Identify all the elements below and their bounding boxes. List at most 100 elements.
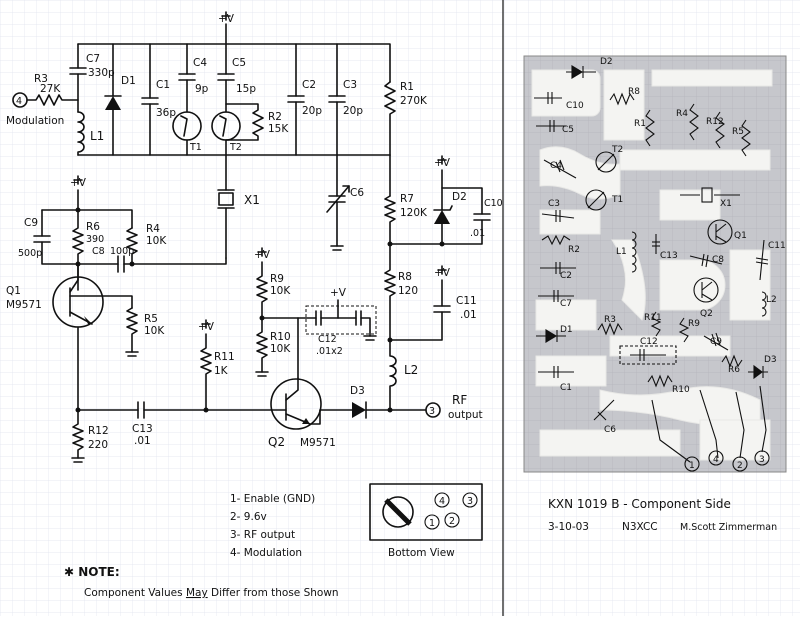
note: ✱ NOTE: Component Values May Differ from… bbox=[64, 565, 339, 599]
svg-text:R2: R2 bbox=[568, 245, 580, 255]
svg-text:Q2: Q2 bbox=[268, 435, 285, 449]
svg-text:R5: R5 bbox=[732, 127, 744, 137]
svg-text:T1: T1 bbox=[611, 195, 623, 205]
svg-text:C2: C2 bbox=[302, 79, 316, 91]
svg-text:C7: C7 bbox=[560, 299, 572, 309]
svg-text:Q1: Q1 bbox=[734, 231, 747, 241]
c7: C7 330p bbox=[69, 43, 115, 113]
svg-text:R12: R12 bbox=[88, 425, 109, 437]
svg-text:Modulation: Modulation bbox=[6, 115, 64, 127]
svg-text:R9: R9 bbox=[688, 319, 700, 329]
svg-text:R3: R3 bbox=[604, 315, 616, 325]
svg-text:C3: C3 bbox=[343, 79, 357, 91]
top-rail bbox=[77, 43, 391, 83]
svg-text:Q2: Q2 bbox=[700, 309, 713, 319]
r8: R8 120 bbox=[384, 243, 418, 341]
svg-text:C3: C3 bbox=[548, 199, 560, 209]
svg-text:10K: 10K bbox=[146, 235, 167, 247]
svg-text:R6: R6 bbox=[86, 221, 100, 233]
d2-c10: +V D2 C10 .01 bbox=[389, 155, 503, 245]
svg-text:2: 2 bbox=[449, 516, 455, 527]
svg-text:C11: C11 bbox=[768, 241, 786, 251]
svg-text:C4: C4 bbox=[550, 161, 562, 171]
rf-output: 3 RF output bbox=[389, 393, 483, 421]
svg-text:R2: R2 bbox=[268, 111, 282, 123]
pcb-pins: 4 2 3 1 bbox=[684, 450, 770, 472]
svg-text:R12: R12 bbox=[706, 117, 724, 127]
svg-text:1K: 1K bbox=[214, 365, 229, 377]
svg-text:R11: R11 bbox=[214, 351, 235, 363]
r1: R1 270K bbox=[384, 81, 428, 156]
svg-text:330p: 330p bbox=[88, 67, 115, 79]
svg-text:C11: C11 bbox=[456, 295, 477, 307]
svg-text:27K: 27K bbox=[40, 83, 61, 95]
q1-transistor: Q1 M9571 bbox=[6, 263, 133, 328]
svg-text:output: output bbox=[448, 409, 483, 421]
schematic: +V 4 Modulation R3 27K C7 330p bbox=[6, 11, 503, 463]
pin-list-item: 2- 9.6v bbox=[230, 511, 267, 523]
l1: L1 bbox=[77, 111, 104, 156]
pin-list-item: 1- Enable (GND) bbox=[230, 493, 315, 505]
svg-text:M9571: M9571 bbox=[6, 299, 42, 311]
svg-text:C9: C9 bbox=[24, 217, 38, 229]
svg-text:C12: C12 bbox=[318, 334, 337, 345]
svg-text:3: 3 bbox=[759, 455, 765, 465]
svg-text:C5: C5 bbox=[562, 125, 574, 135]
svg-text:C8: C8 bbox=[712, 255, 724, 265]
svg-text:C10: C10 bbox=[484, 198, 503, 209]
svg-text:220: 220 bbox=[88, 439, 108, 451]
svg-text:R9: R9 bbox=[270, 273, 284, 285]
svg-text:C1: C1 bbox=[156, 79, 170, 91]
svg-text:R10: R10 bbox=[270, 331, 291, 343]
l2: L2 bbox=[389, 339, 418, 411]
svg-text:20p: 20p bbox=[343, 105, 363, 117]
svg-text:.01: .01 bbox=[460, 309, 477, 321]
svg-text:D2: D2 bbox=[452, 191, 467, 203]
svg-text:R4: R4 bbox=[676, 109, 688, 119]
c12: +V C12 .01x2 bbox=[297, 287, 377, 357]
svg-text:L1: L1 bbox=[616, 247, 627, 257]
svg-text:36p: 36p bbox=[156, 107, 176, 119]
svg-text:D2: D2 bbox=[600, 57, 613, 67]
svg-text:C4: C4 bbox=[193, 57, 207, 69]
svg-text:Component Values May Differ fr: Component Values May Differ from those S… bbox=[84, 587, 339, 599]
svg-text:L1: L1 bbox=[90, 129, 104, 143]
bottom-view: 1 2 3 4 Bottom View bbox=[369, 483, 483, 559]
pin-list-item: 3- RF output bbox=[230, 529, 295, 541]
svg-text:C12: C12 bbox=[640, 337, 658, 347]
c2: C2 20p bbox=[287, 43, 322, 156]
svg-text:Bottom View: Bottom View bbox=[388, 547, 455, 559]
svg-text:C1: C1 bbox=[560, 383, 572, 393]
svg-text:D3: D3 bbox=[764, 355, 777, 365]
q2-transistor: Q2 M9571 bbox=[268, 377, 336, 449]
svg-text:+V: +V bbox=[330, 287, 347, 299]
svg-text:1: 1 bbox=[689, 461, 695, 471]
svg-text:3: 3 bbox=[429, 406, 435, 417]
svg-text:C6: C6 bbox=[604, 425, 616, 435]
svg-text:C13: C13 bbox=[132, 423, 153, 435]
d3: D3 bbox=[319, 385, 391, 419]
svg-text:Q1: Q1 bbox=[6, 285, 21, 297]
supply-top: +V bbox=[218, 11, 235, 45]
r11: +V R11 1K bbox=[198, 319, 235, 411]
svg-text:15K: 15K bbox=[268, 123, 289, 135]
svg-text:100p: 100p bbox=[110, 246, 134, 257]
svg-text:10K: 10K bbox=[270, 285, 291, 297]
svg-text:D3: D3 bbox=[350, 385, 365, 397]
svg-text:120K: 120K bbox=[400, 207, 428, 219]
svg-text:R4: R4 bbox=[146, 223, 160, 235]
c4-t1: C4 9p T1 bbox=[172, 43, 209, 156]
svg-text:C5: C5 bbox=[232, 57, 246, 69]
svg-text:C2: C2 bbox=[560, 271, 572, 281]
pcb-title: KXN 1019 B - Component Side bbox=[548, 497, 731, 511]
svg-text:C6: C6 bbox=[350, 187, 364, 199]
svg-text:1: 1 bbox=[429, 518, 435, 529]
svg-text:T1: T1 bbox=[189, 142, 202, 153]
c3: C3 20p bbox=[328, 43, 363, 156]
r12: R12 220 bbox=[71, 409, 109, 463]
svg-text:L2: L2 bbox=[404, 363, 418, 377]
svg-text:120: 120 bbox=[398, 285, 418, 297]
svg-text:.01x2: .01x2 bbox=[316, 346, 343, 357]
